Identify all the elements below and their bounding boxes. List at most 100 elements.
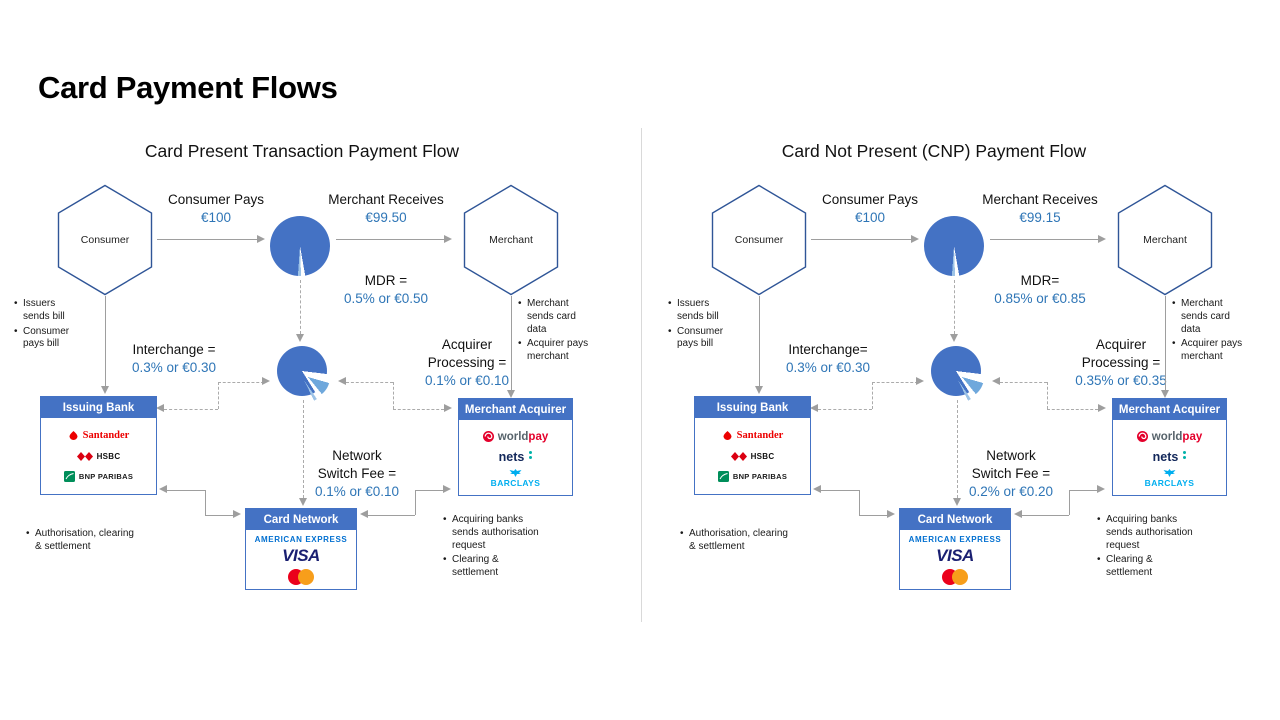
hexagon-shape-icon [57,184,153,296]
card-network-title: Card Network [900,509,1010,530]
arrow-head [159,485,167,493]
mdr-value: 0.85% or €0.85 [994,290,1086,306]
fee-split-pie-chart [277,346,335,404]
hsbc-logo: HSBC [76,451,121,461]
issuing-bank-title: Issuing Bank [695,397,810,418]
visa-logo: VISA [282,546,320,565]
hsbc-wordmark: HSBC [96,451,121,461]
merchant-receives-label: Merchant Receives [982,192,1098,207]
dashed-arrow-line [954,280,955,334]
pie-exploded-slice [940,355,984,399]
dashed-arrow-line [957,400,958,498]
interchange-label: Interchange= [788,342,868,357]
worldpay-wordmark-pay: pay [1182,431,1203,443]
interchange-label-block: Interchange = 0.3% or €0.30 [104,341,244,377]
interchange-label: Interchange = [132,342,216,357]
note-item: Merchant sends card data [1172,298,1248,336]
santander-wordmark: Santander [736,430,784,442]
mastercard-circle-orange [298,568,314,585]
arrow-head [911,235,919,243]
note-item: Authorisation, clearing & settlement [26,528,138,554]
dashed-arrow-line [1000,382,1047,383]
santander-flame-icon [723,430,732,440]
arrow-line [1069,490,1070,515]
amex-logo: AMERICAN EXPRESS [908,534,1002,544]
arrow-head [360,510,368,518]
arrow-line [990,239,1098,240]
note-item: Acquirer pays merchant [518,338,594,364]
network-switch-fee-label-block: Network Switch Fee = 0.1% or €0.10 [295,447,419,501]
mdr-pie-chart [924,216,984,276]
bnp-paribas-logo: BNP PARIBAS [717,470,787,482]
consumer-pays-label: Consumer Pays [167,192,265,207]
nets-logo: nets [1153,450,1187,464]
arrow-head [813,485,821,493]
note-item: Acquirer pays merchant [1172,338,1248,364]
acquirer-processing-value: 0.35% or €0.35 [1075,372,1167,388]
barclays-logo: BARCLAYS [491,469,541,488]
bottom-left-notes: Authorisation, clearing & settlement [680,528,792,556]
dashed-arrow-line [303,400,304,498]
issuing-bank-box: Issuing Bank Santander HSBC BNP PARIBAS [40,396,157,495]
acquirer-processing-label-2: Processing = [427,354,507,370]
dashed-arrow-line [164,409,218,410]
dashed-arrow-line [218,382,219,409]
consumer-pays-value: €100 [854,209,886,225]
card-network-box: Card Network AMERICAN EXPRESS VISA [245,508,357,590]
merchant-side-notes: Merchant sends card data Acquirer pays m… [1172,298,1248,366]
merchant-label: Merchant [1143,234,1187,246]
dashed-arrow-head [916,377,924,385]
nets-dots-icon [1183,451,1187,459]
worldpay-swirl-icon [482,430,494,442]
issuing-bank-box: Issuing Bank Santander HSBC BNP PARIBAS [694,396,811,495]
vertical-divider [641,128,642,622]
arrow-head [1097,485,1105,493]
merchant-acquirer-title: Merchant Acquirer [1113,399,1226,420]
santander-wordmark: Santander [82,430,130,442]
network-switch-label-1: Network [986,448,1036,463]
dashed-arrow-head [444,404,452,412]
network-switch-value: 0.2% or €0.20 [968,483,1054,499]
merchant-receives-value: €99.15 [1019,209,1061,225]
bnp-paribas-logo: BNP PARIBAS [63,470,133,482]
arrow-line [368,515,415,516]
interchange-value: 0.3% or €0.30 [785,359,871,375]
arrow-head [443,485,451,493]
merchant-acquirer-logos: worldpay nets BARCLAYS [459,420,572,495]
merchant-node: Merchant [463,184,559,296]
nets-dots-icon [529,451,533,459]
arrow-head [755,386,763,394]
merchant-side-notes: Merchant sends card data Acquirer pays m… [518,298,594,366]
worldpay-logo: worldpay [1136,427,1203,445]
dashed-arrow-head [810,404,818,412]
acquirer-processing-label-1: Acquirer [441,337,493,352]
dashed-arrow-line [346,382,393,383]
dashed-arrow-head [953,498,961,506]
merchant-label: Merchant [489,234,533,246]
card-network-title: Card Network [246,509,356,530]
arrow-line [415,490,443,491]
dashed-arrow-head [156,404,164,412]
visa-logo: VISA [936,546,974,565]
arrow-line [511,296,512,390]
consumer-label: Consumer [80,234,130,246]
network-switch-label-2: Switch Fee = [317,465,397,481]
hexagon-shape-icon [1117,184,1213,296]
worldpay-wordmark-pay: pay [528,431,549,443]
santander-flame-icon [69,430,78,440]
dashed-arrow-line [393,382,394,409]
dashed-arrow-line [1047,409,1098,410]
merchant-node: Merchant [1117,184,1213,296]
merchant-acquirer-box: Merchant Acquirer worldpay nets BARCLAYS [1112,398,1227,496]
hsbc-wordmark: HSBC [750,451,775,461]
arrow-line [167,490,205,491]
consumer-label: Consumer [734,234,784,246]
fee-split-pie-chart [931,346,989,404]
dashed-arrow-line [393,409,444,410]
note-item: Acquiring banks sends authorisation requ… [443,514,547,552]
arrow-line [859,490,860,515]
arrow-line [336,239,444,240]
hsbc-logo: HSBC [730,451,775,461]
arrow-line [1022,515,1069,516]
bnp-paribas-icon [63,470,75,482]
